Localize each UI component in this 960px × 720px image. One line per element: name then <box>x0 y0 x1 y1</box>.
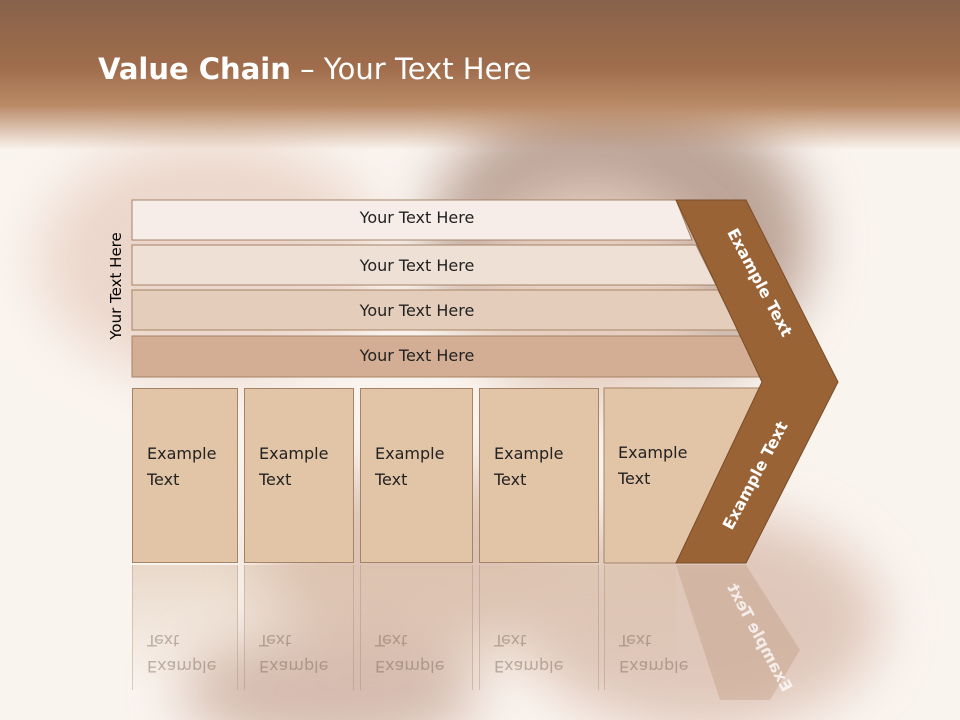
cell-line-1: Example <box>147 444 217 463</box>
cell-line-2: Text <box>375 470 408 489</box>
title-rest: – Your Text Here <box>290 52 532 86</box>
arrow-chevron <box>675 199 839 564</box>
reflection-line-1: Example <box>619 657 689 676</box>
title-bold: Value Chain <box>98 52 291 86</box>
reflection-line-1: Example <box>259 657 329 676</box>
reflection-line-2: Text <box>259 631 292 650</box>
cell-line-1: Example <box>494 444 564 463</box>
reflection-line-2: Text <box>494 631 527 650</box>
cell-line-1: Example <box>259 444 329 463</box>
reflection-text: Example Text <box>259 627 328 679</box>
support-bar-4-label: Your Text Here <box>359 346 475 365</box>
cell-line-2: Text <box>618 469 651 488</box>
reflection-text: Example Text <box>375 627 444 679</box>
reflection-line-1: Example <box>494 657 564 676</box>
reflection-text: Example Text <box>147 627 216 679</box>
cell-reflection-1: Example Text <box>132 565 238 690</box>
cell-reflection-2: Example Text <box>244 565 354 690</box>
support-bar-2-label: Your Text Here <box>359 256 475 275</box>
cell-line-2: Text <box>259 470 292 489</box>
support-bar-1 <box>131 199 693 241</box>
reflection-line-1: Example <box>375 657 445 676</box>
reflection-text: Example Text <box>619 627 688 679</box>
cell-reflection-5: Example Text <box>604 565 688 690</box>
reflection-line-2: Text <box>375 631 408 650</box>
cell-line-1: Example <box>618 443 688 462</box>
arrow-reflection <box>676 565 800 700</box>
cell-reflection-3: Example Text <box>360 565 473 690</box>
reflection-line-2: Text <box>619 631 652 650</box>
reflection-text: Example Text <box>494 627 563 679</box>
cell-line-2: Text <box>494 470 527 489</box>
cell-reflection-4: Example Text <box>479 565 599 690</box>
cell-line-2: Text <box>147 470 180 489</box>
cell-line-1: Example <box>375 444 445 463</box>
support-bar-1-label: Your Text Here <box>359 208 475 227</box>
reflection-line-1: Example <box>147 657 217 676</box>
header-band <box>0 0 960 150</box>
reflection-line-2: Text <box>147 631 180 650</box>
support-bar-3-label: Your Text Here <box>359 301 475 320</box>
slide-title: Value Chain – Your Text Here <box>98 52 532 86</box>
